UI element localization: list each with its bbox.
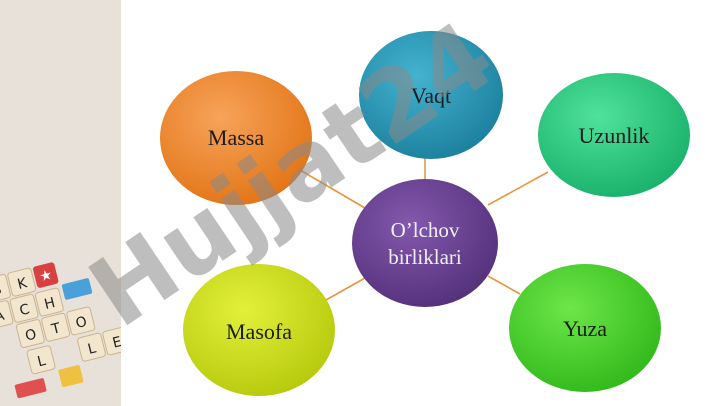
node-vaqt-circle	[359, 31, 503, 159]
scrabble-tiles-image: S K ★ A C H O T O L L E	[0, 262, 121, 399]
tile-letter: T	[49, 320, 63, 338]
node-vaqt: Vaqt	[359, 31, 503, 159]
decorative-photo-panel: S K ★ A C H O T O L L E	[0, 0, 121, 406]
star-icon: ★	[38, 267, 54, 286]
tile-letter: C	[18, 301, 32, 319]
tile-letter: A	[0, 308, 6, 326]
center-label-line1: O’lchov	[391, 218, 460, 242]
node-yuza: Yuza	[509, 264, 661, 392]
tile-letter: L	[86, 340, 98, 357]
connector-masofa	[325, 277, 366, 301]
node-uzunlik-label: Uzunlik	[579, 123, 650, 148]
tile-letter: O	[74, 314, 89, 332]
node-massa: Massa	[160, 71, 312, 205]
connector-yuza	[487, 275, 521, 295]
node-vaqt-label: Vaqt	[411, 83, 451, 108]
tile-letter: L	[36, 353, 48, 370]
connectors	[299, 158, 549, 301]
node-masofa-circle	[183, 264, 335, 396]
tile-letter: H	[43, 295, 57, 313]
node-massa-circle	[160, 71, 312, 205]
node-masofa-label: Masofa	[226, 319, 292, 344]
node-yuza-label: Yuza	[563, 316, 607, 341]
node-center-circle	[352, 179, 498, 307]
node-yuza-circle	[509, 264, 661, 392]
node-massa-label: Massa	[208, 125, 264, 150]
tile-letter: O	[24, 326, 39, 344]
node-center: O’lchov birliklari	[352, 179, 498, 307]
node-uzunlik: Uzunlik	[538, 73, 690, 197]
connector-massa	[299, 169, 366, 209]
connector-uzunlik	[487, 171, 549, 206]
center-label-line2: birliklari	[388, 245, 462, 269]
node-masofa: Masofa	[183, 264, 335, 396]
node-uzunlik-circle	[538, 73, 690, 197]
tile-letter: E	[111, 334, 121, 352]
